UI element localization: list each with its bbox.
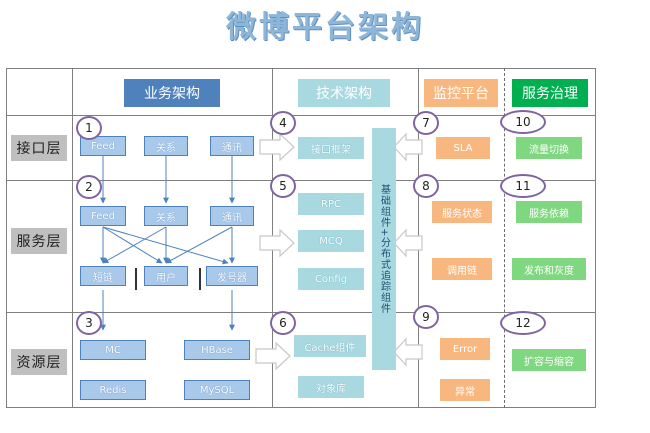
arrow-relation-shortlink [102,226,167,264]
layer-label-interface: 接口层 [11,135,67,161]
block-arrow-interface [259,132,295,162]
marker-12: 12 [500,311,546,335]
monitor-header: 监控平台 [424,79,498,107]
monitor-service-status: 服务状态 [432,201,492,223]
block-arrow-monitor-resource [393,337,423,367]
marker-3: 3 [76,311,102,335]
monitor-call-chain: 调用链 [432,258,492,280]
marker-8: 8 [413,174,439,198]
block-arrow-resource [255,341,291,371]
business-service-idgen: 发号器 [206,266,258,286]
diagram-frame [6,68,596,408]
tech-infrastructure-bar: 基础组件+分布式追踪组件 [372,128,396,370]
governance-scaling: 扩容与缩容 [512,349,586,371]
business-service-user: 用户 [144,266,188,286]
business-resource-mc: MC [80,340,146,360]
business-interface-feed: Feed [80,136,126,156]
marker-9: 9 [413,305,439,329]
business-interface-relation: 关系 [144,136,188,156]
business-resource-mysql: MySQL [184,380,250,400]
tech-service-config: Config [298,268,364,290]
layer-label-resource: 资源层 [11,349,67,375]
business-service-message: 通讯 [210,206,254,226]
marker-6: 6 [270,311,296,335]
governance-traffic-switch: 流量切换 [516,137,582,159]
layer-label-service: 服务层 [11,228,67,254]
governance-header: 服务治理 [512,79,588,107]
tech-resource-cache: Cache组件 [294,335,366,357]
tech-service-rpc: RPC [298,193,364,215]
business-resource-hbase: HBase [184,340,250,360]
marker-4: 4 [270,111,296,135]
column-divider-dashed [504,68,505,408]
business-service-shortlink: 短链 [80,266,126,286]
marker-1: 1 [76,116,102,140]
tech-header: 技术架构 [298,79,390,107]
business-resource-redis: Redis [80,380,146,400]
header-divider [6,115,596,116]
marker-7: 7 [413,111,439,135]
block-arrow-monitor-interface [393,132,423,162]
business-header: 业务架构 [124,79,220,107]
block-arrow-service [259,228,295,258]
business-service-feed: Feed [80,206,126,226]
block-arrow-monitor-service [393,228,423,258]
arrow-feed-user [102,226,163,264]
column-divider-1 [72,68,73,408]
tech-resource-object-lib: 对象库 [298,376,364,398]
marker-2: 2 [76,175,102,199]
arrow-message-user [165,226,233,264]
layer-divider-2 [6,312,596,313]
monitor-sla: SLA [436,137,490,159]
tech-interface-framework: 接口框架 [298,137,364,159]
tech-service-mcq: MCQ [298,230,364,252]
monitor-error: Error [440,338,490,360]
marker-10: 10 [500,110,546,134]
governance-service-dependency: 服务依赖 [516,201,582,223]
marker-5: 5 [270,174,296,198]
business-service-relation: 关系 [144,206,188,226]
diagram-title: 微博平台架构 [226,10,424,45]
layer-divider-1 [6,180,596,181]
governance-release-grayscale: 发布和灰度 [512,258,586,280]
business-interface-message: 通讯 [210,136,254,156]
monitor-exception: 异常 [440,379,490,401]
marker-11: 11 [500,174,546,198]
